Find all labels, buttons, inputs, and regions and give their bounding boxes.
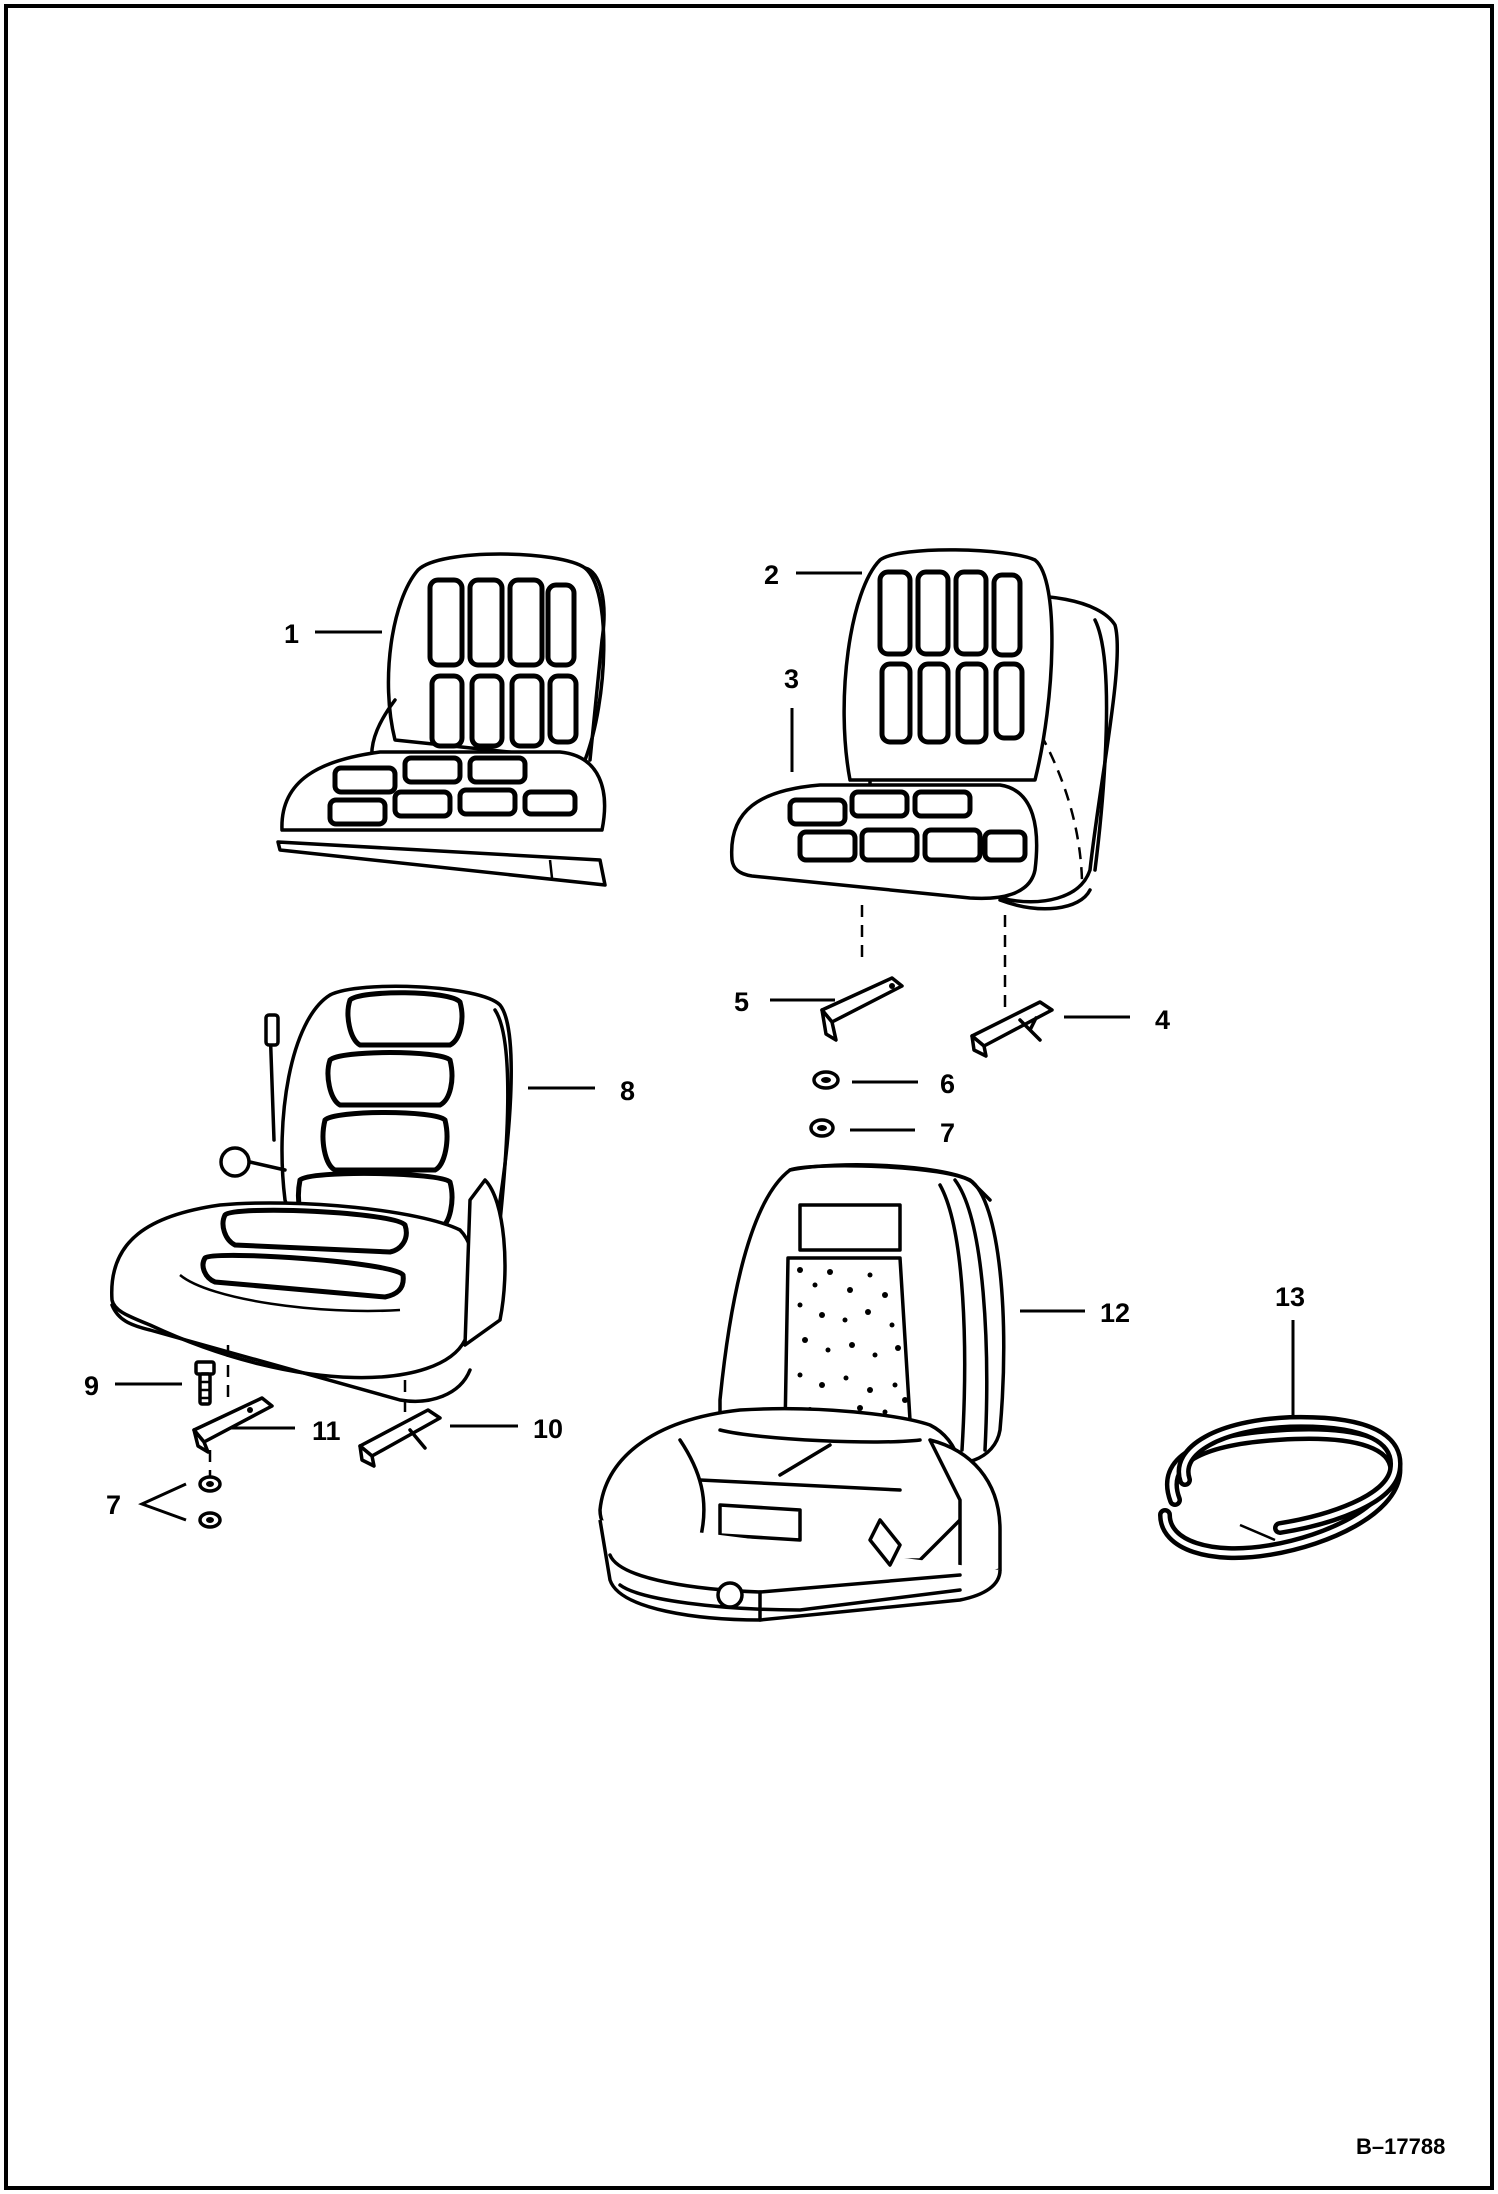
callout-3: 3 xyxy=(784,664,799,694)
part-11-slide-rail xyxy=(192,1396,274,1454)
callout-1: 1 xyxy=(284,619,299,649)
callout-10: 10 xyxy=(533,1414,563,1444)
leader-lines xyxy=(115,571,1295,1522)
callout-2: 2 xyxy=(764,560,779,590)
part-7-nuts-lower xyxy=(198,1475,222,1529)
part-7-nut-upper xyxy=(809,1118,835,1138)
callout-5: 5 xyxy=(734,987,749,1017)
seat-1 xyxy=(276,552,607,887)
part-6-washer xyxy=(812,1070,840,1090)
fabric-texture xyxy=(797,1267,908,1418)
callout-11: 11 xyxy=(312,1416,341,1446)
callout-labels: 1 2 3 4 5 6 7 7 8 9 10 11 12 13 xyxy=(84,560,1305,1520)
callout-12: 12 xyxy=(1100,1298,1130,1328)
callout-6: 6 xyxy=(940,1069,955,1099)
seat-12-suspension-seat xyxy=(598,1163,1006,1622)
part-4-slide-rail xyxy=(970,1000,1054,1058)
seat-8 xyxy=(110,984,513,1403)
part-9-bolt xyxy=(194,1360,216,1406)
seat-2-3 xyxy=(729,548,1120,911)
callout-13: 13 xyxy=(1275,1282,1305,1312)
callout-7-upper: 7 xyxy=(940,1118,955,1148)
part-13-hose xyxy=(1158,1414,1403,1560)
callout-9: 9 xyxy=(84,1371,99,1401)
figure-id: B–17788 xyxy=(1356,2134,1445,2159)
callout-8: 8 xyxy=(620,1076,635,1106)
callout-7-lower: 7 xyxy=(106,1490,121,1520)
part-10-slide-rail xyxy=(358,1408,442,1468)
part-5-slide-rail xyxy=(820,976,904,1042)
callout-4: 4 xyxy=(1155,1005,1170,1035)
drawing-frame xyxy=(4,4,1494,2190)
